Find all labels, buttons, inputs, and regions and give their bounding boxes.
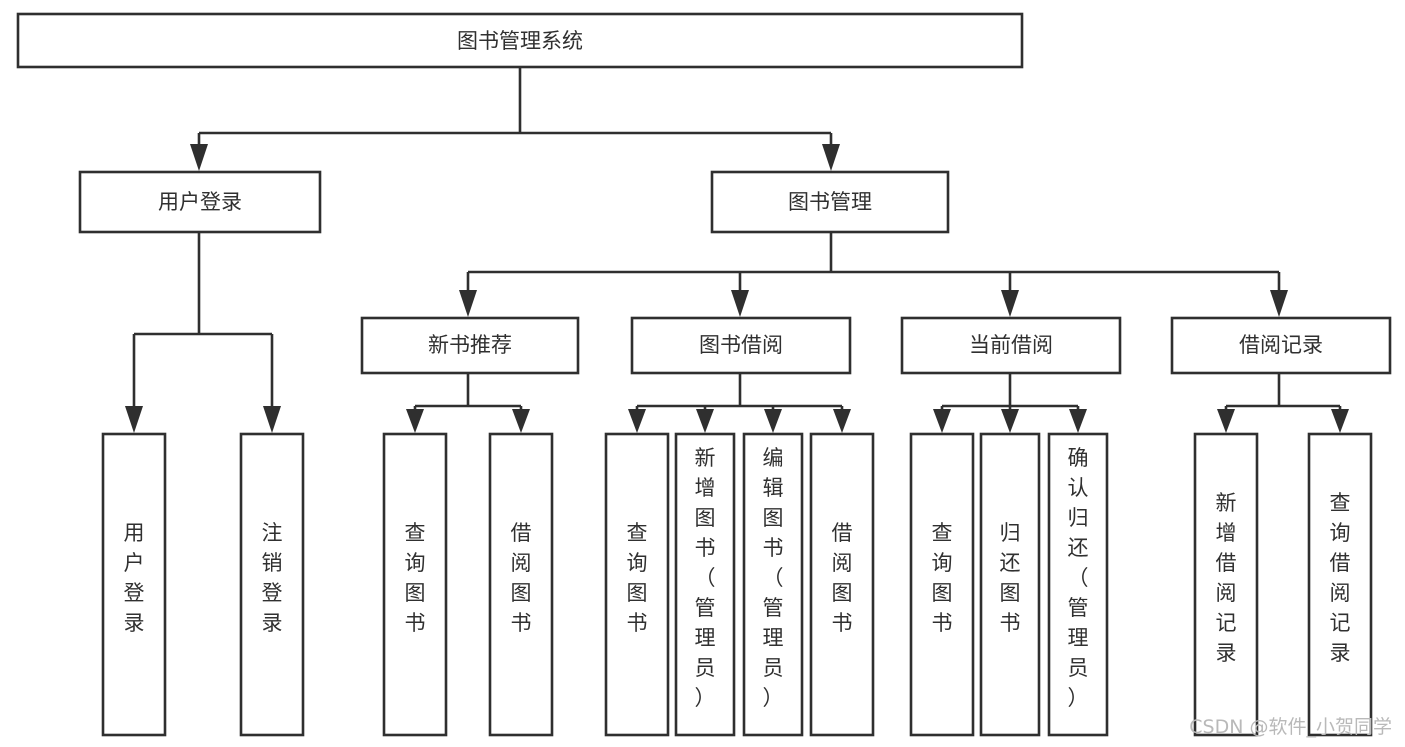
arrow-head-current-borrow bbox=[1001, 290, 1019, 317]
node-leaf-add-record-box[interactable] bbox=[1193, 432, 1259, 737]
node-leaf-add-book-box[interactable] bbox=[674, 432, 736, 737]
node-leaf-add-book-label: 新增图书（管理员） bbox=[695, 446, 716, 710]
arrow-head-leaf-borrow-book-2 bbox=[833, 409, 851, 433]
node-leaf-query-book-3[interactable]: 查询图书 bbox=[909, 432, 975, 737]
node-leaf-query-record-label: 查询借阅记录 bbox=[1330, 491, 1351, 665]
arrow-head-leaf-borrow-book-1 bbox=[512, 409, 530, 433]
arrow-head-leaf-query-book-2 bbox=[628, 409, 646, 433]
node-leaf-add-record[interactable]: 新增借阅记录 bbox=[1193, 432, 1259, 737]
node-book-manage-box[interactable] bbox=[710, 170, 950, 234]
node-current-borrow-box[interactable] bbox=[900, 316, 1122, 375]
node-leaf-borrow-book-1-box[interactable] bbox=[488, 432, 554, 737]
arrow-head-user-login bbox=[190, 144, 208, 171]
node-leaf-borrow-book-1[interactable]: 借阅图书 bbox=[488, 432, 554, 737]
node-leaf-confirm-return-label: 确认归还（管理员） bbox=[1068, 446, 1089, 710]
node-leaf-return-book-box[interactable] bbox=[979, 432, 1041, 737]
connector-layer bbox=[125, 67, 1349, 433]
node-new-book-recommend[interactable]: 新书推荐 bbox=[360, 316, 580, 375]
node-leaf-borrow-book-2-box[interactable] bbox=[809, 432, 875, 737]
arrow-head-leaf-user-logout bbox=[263, 406, 281, 433]
node-leaf-user-login-box[interactable] bbox=[101, 432, 167, 737]
node-leaf-return-book-label: 归还图书 bbox=[1000, 521, 1021, 635]
node-new-book-recommend-label: 新书推荐 bbox=[428, 333, 512, 357]
node-leaf-query-record[interactable]: 查询借阅记录 bbox=[1307, 432, 1373, 737]
node-leaf-query-book-3-box[interactable] bbox=[909, 432, 975, 737]
arrow-head-leaf-query-book-3 bbox=[933, 409, 951, 433]
node-book-borrow-box[interactable] bbox=[630, 316, 852, 375]
node-leaf-edit-book-label: 编辑图书（管理员） bbox=[763, 446, 784, 710]
node-leaf-add-book[interactable]: 新增图书（管理员） bbox=[674, 432, 736, 737]
node-leaf-query-book-1[interactable]: 查询图书 bbox=[382, 432, 448, 737]
node-leaf-query-book-2-box[interactable] bbox=[604, 432, 670, 737]
node-borrow-record-box[interactable] bbox=[1170, 316, 1392, 375]
arrow-head-leaf-query-record bbox=[1331, 409, 1349, 433]
node-leaf-query-record-box[interactable] bbox=[1307, 432, 1373, 737]
node-leaf-user-logout-label: 注销登录 bbox=[262, 521, 283, 635]
node-root[interactable]: 图书管理系统 bbox=[16, 12, 1024, 69]
node-book-manage[interactable]: 图书管理 bbox=[710, 170, 950, 234]
node-leaf-borrow-book-1-label: 借阅图书 bbox=[511, 521, 532, 635]
node-book-manage-label: 图书管理 bbox=[788, 190, 872, 214]
csdn-watermark: CSDN @软件_小贺同学 bbox=[1189, 716, 1392, 738]
node-leaf-user-logout[interactable]: 注销登录 bbox=[239, 432, 305, 737]
arrow-head-book-manage bbox=[822, 144, 840, 171]
node-leaf-return-book[interactable]: 归还图书 bbox=[979, 432, 1041, 737]
node-leaf-query-book-3-label: 查询图书 bbox=[932, 521, 953, 635]
node-leaf-user-login-label: 用户登录 bbox=[124, 521, 145, 635]
node-root-label: 图书管理系统 bbox=[457, 29, 583, 53]
node-current-borrow-label: 当前借阅 bbox=[969, 333, 1053, 357]
arrow-head-leaf-user-login bbox=[125, 406, 143, 433]
arrow-head-leaf-confirm-return bbox=[1069, 409, 1087, 433]
arrow-head-leaf-edit-book bbox=[764, 409, 782, 433]
node-leaf-user-logout-box[interactable] bbox=[239, 432, 305, 737]
arrow-head-leaf-return-book bbox=[1001, 409, 1019, 433]
node-leaf-query-book-2[interactable]: 查询图书 bbox=[604, 432, 670, 737]
node-leaf-user-login[interactable]: 用户登录 bbox=[101, 432, 167, 737]
node-book-borrow-label: 图书借阅 bbox=[699, 333, 783, 357]
node-leaf-query-book-1-box[interactable] bbox=[382, 432, 448, 737]
arrow-head-borrow-record bbox=[1270, 290, 1288, 317]
node-book-borrow[interactable]: 图书借阅 bbox=[630, 316, 852, 375]
node-leaf-borrow-book-2-label: 借阅图书 bbox=[832, 521, 853, 635]
arrow-head-new-book-recommend bbox=[459, 290, 477, 317]
node-user-login[interactable]: 用户登录 bbox=[78, 170, 322, 234]
node-leaf-confirm-return-box[interactable] bbox=[1047, 432, 1109, 737]
node-leaf-query-book-1-label: 查询图书 bbox=[405, 521, 426, 635]
arrow-head-leaf-query-book-1 bbox=[406, 409, 424, 433]
node-leaf-borrow-book-2[interactable]: 借阅图书 bbox=[809, 432, 875, 737]
node-leaf-edit-book[interactable]: 编辑图书（管理员） bbox=[742, 432, 804, 737]
arrow-head-book-borrow bbox=[731, 290, 749, 317]
node-borrow-record-label: 借阅记录 bbox=[1239, 333, 1323, 357]
node-user-login-label: 用户登录 bbox=[158, 190, 242, 214]
node-user-login-box[interactable] bbox=[78, 170, 322, 234]
node-leaf-query-book-2-label: 查询图书 bbox=[627, 521, 648, 635]
node-leaf-confirm-return[interactable]: 确认归还（管理员） bbox=[1047, 432, 1109, 737]
node-leaf-add-record-label: 新增借阅记录 bbox=[1216, 491, 1237, 665]
leaf-nodes-layer: 用户登录 注销登录 查询图书 借阅图书 查询图书 新增图书（管理员） bbox=[101, 432, 1373, 737]
node-borrow-record[interactable]: 借阅记录 bbox=[1170, 316, 1392, 375]
node-root-box[interactable] bbox=[16, 12, 1024, 69]
node-leaf-edit-book-box[interactable] bbox=[742, 432, 804, 737]
arrow-head-leaf-add-book bbox=[696, 409, 714, 433]
node-new-book-recommend-box[interactable] bbox=[360, 316, 580, 375]
arrow-head-leaf-add-record bbox=[1217, 409, 1235, 433]
node-current-borrow[interactable]: 当前借阅 bbox=[900, 316, 1122, 375]
